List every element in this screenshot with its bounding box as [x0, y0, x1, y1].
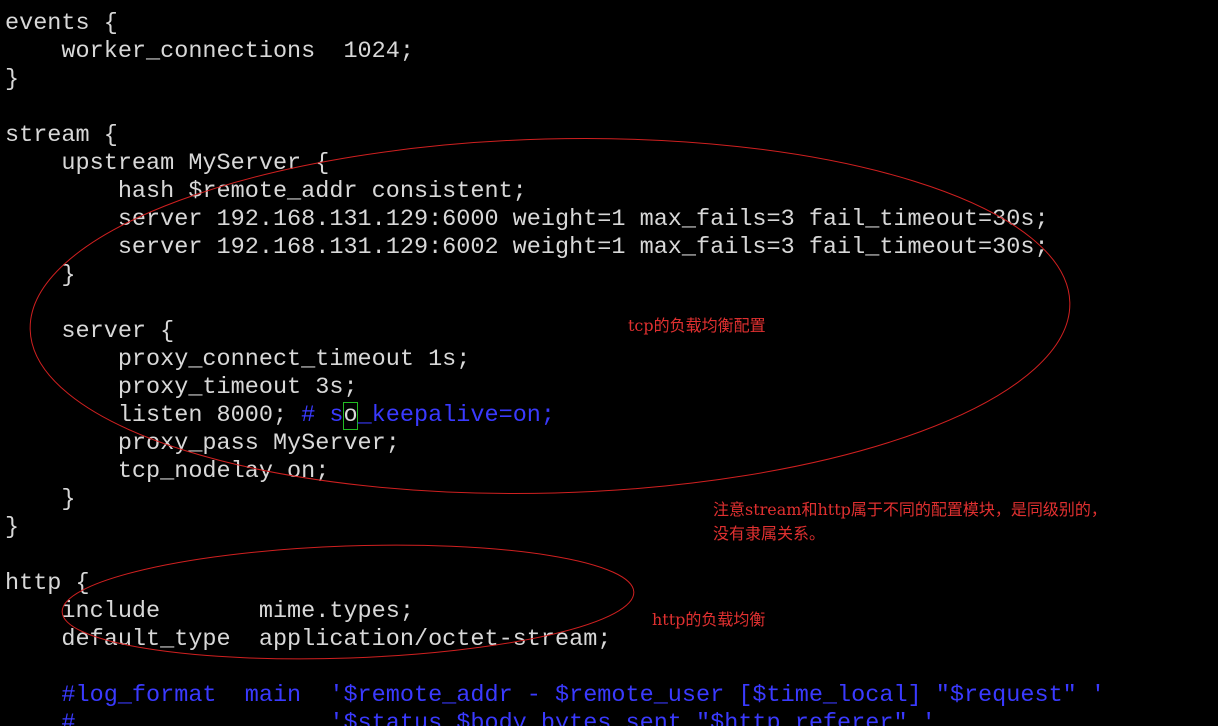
- code-line[interactable]: }: [5, 66, 1105, 94]
- code-text: include mime.types;: [5, 598, 414, 625]
- code-line[interactable]: hash $remote_addr consistent;: [5, 178, 1105, 206]
- code-text: default_type application/octet-stream;: [5, 626, 612, 653]
- code-line[interactable]: listen 8000; # so_keepalive=on;: [5, 402, 1105, 430]
- code-text: proxy_connect_timeout 1s;: [5, 346, 471, 373]
- code-text: }: [5, 66, 20, 93]
- text-cursor: o: [343, 402, 358, 430]
- inline-comment: # s: [301, 402, 344, 429]
- code-line[interactable]: stream {: [5, 122, 1105, 150]
- http-config-ellipse: [61, 544, 635, 660]
- comment-line: #log_format main '$remote_addr - $remote…: [5, 682, 1105, 709]
- code-text: tcp_nodelay on;: [5, 458, 330, 485]
- code-text: }: [5, 486, 76, 513]
- code-text: server 192.168.131.129:6002 weight=1 max…: [5, 234, 1049, 261]
- code-text: stream {: [5, 122, 118, 149]
- module-relation-note-line1: 注意stream和http属于不同的配置模块，是同级别的，: [713, 500, 1107, 519]
- code-line[interactable]: server 192.168.131.129:6000 weight=1 max…: [5, 206, 1105, 234]
- code-text: listen 8000;: [5, 402, 302, 429]
- comment-line: # '$status $body_bytes_sent "$http_refer…: [5, 710, 936, 726]
- code-text: }: [5, 262, 76, 289]
- code-line[interactable]: worker_connections 1024;: [5, 38, 1105, 66]
- code-text: server {: [5, 318, 175, 345]
- code-line[interactable]: upstream MyServer {: [5, 150, 1105, 178]
- code-text: events {: [5, 10, 118, 37]
- code-line[interactable]: server {: [5, 318, 1105, 346]
- code-line[interactable]: events {: [5, 10, 1105, 38]
- module-relation-note-line2: 没有隶属关系。: [713, 524, 826, 543]
- code-line[interactable]: server 192.168.131.129:6002 weight=1 max…: [5, 234, 1105, 262]
- code-text: }: [5, 514, 20, 541]
- code-text: hash $remote_addr consistent;: [5, 178, 527, 205]
- code-line[interactable]: default_type application/octet-stream;: [5, 626, 1105, 654]
- code-text: upstream MyServer {: [5, 150, 330, 177]
- code-line[interactable]: #log_format main '$remote_addr - $remote…: [5, 682, 1105, 710]
- code-text: server 192.168.131.129:6000 weight=1 max…: [5, 206, 1049, 233]
- inline-comment-rest: _keepalive=on;: [357, 402, 556, 429]
- tcp-config-ellipse: [29, 138, 1071, 494]
- code-line[interactable]: }: [5, 486, 1105, 514]
- code-area[interactable]: events { worker_connections 1024;} stream…: [5, 10, 1105, 726]
- http-load-balance-note: http的负载均衡: [652, 610, 766, 629]
- code-line[interactable]: include mime.types;: [5, 598, 1105, 626]
- tcp-load-balance-note: tcp的负载均衡配置: [628, 316, 766, 335]
- code-line[interactable]: http {: [5, 570, 1105, 598]
- code-text: http {: [5, 570, 90, 597]
- code-line[interactable]: # '$status $body_bytes_sent "$http_refer…: [5, 710, 1105, 726]
- code-line[interactable]: tcp_nodelay on;: [5, 458, 1105, 486]
- code-text: proxy_timeout 3s;: [5, 374, 358, 401]
- code-line[interactable]: proxy_timeout 3s;: [5, 374, 1105, 402]
- code-line[interactable]: }: [5, 514, 1105, 542]
- code-line[interactable]: }: [5, 262, 1105, 290]
- code-line[interactable]: proxy_connect_timeout 1s;: [5, 346, 1105, 374]
- code-text: worker_connections 1024;: [5, 38, 414, 65]
